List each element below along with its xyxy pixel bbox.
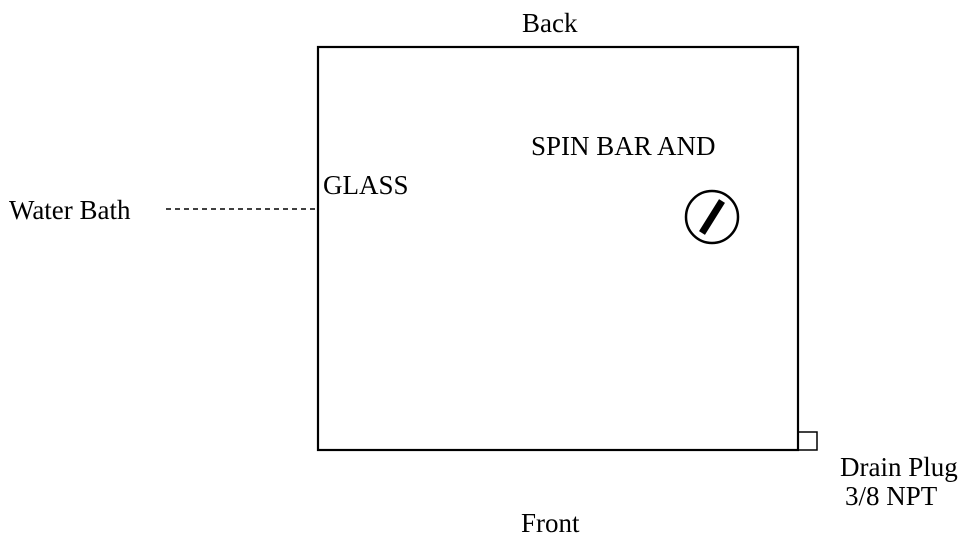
water-bath-tank [316,45,800,452]
spin-bar-icon [684,189,740,245]
drain-plug-label: Drain Plug [840,452,958,482]
water-bath-label: Water Bath [9,195,131,225]
front-label: Front [521,508,580,538]
drain-plug-icon [797,431,818,451]
spin-bar-label: SPIN BAR AND [531,131,716,161]
glass-label: GLASS [323,170,409,200]
drain-plug-size-label: 3/8 NPT [845,481,938,511]
back-label: Back [522,8,578,38]
